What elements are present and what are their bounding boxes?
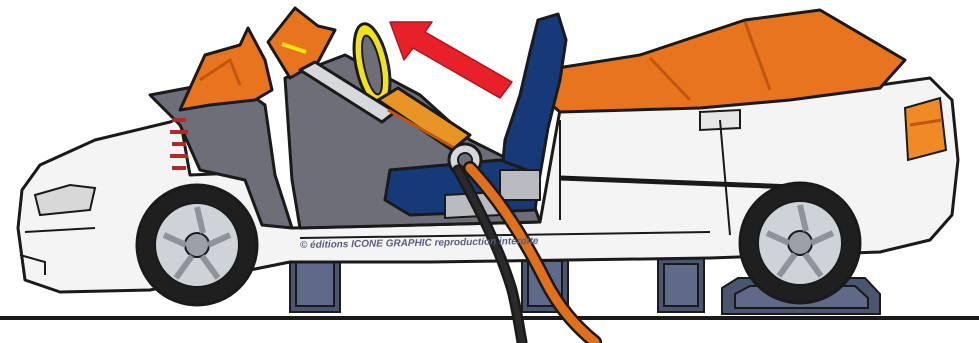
front-protective-cover <box>180 28 272 110</box>
arrow-up-left-icon <box>390 22 512 98</box>
tail-light <box>905 98 946 160</box>
front-wheel <box>137 185 257 305</box>
rear-wheel <box>740 183 860 303</box>
